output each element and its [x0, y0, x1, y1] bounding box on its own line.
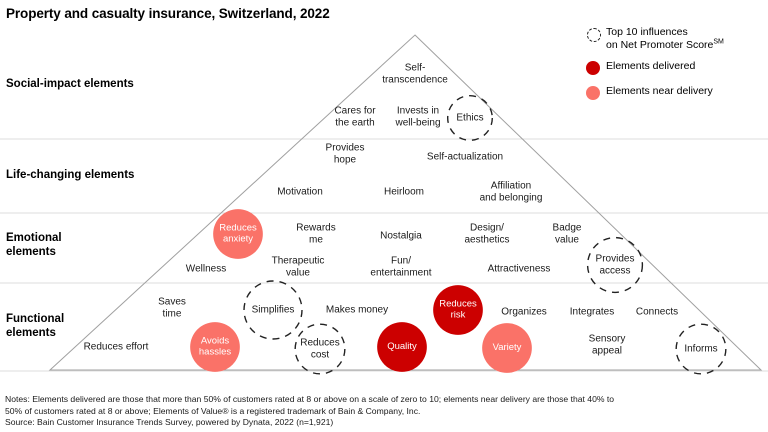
element-label-self-transcendence[interactable]: Self- transcendence [382, 62, 448, 86]
element-marker-ethics[interactable] [447, 94, 494, 141]
legend-item-delivered: Elements delivered [584, 60, 764, 76]
page-title: Property and casualty insurance, Switzer… [6, 6, 330, 21]
filled-light-red-circle-icon [584, 85, 606, 101]
element-marker-variety[interactable] [482, 323, 532, 373]
element-marker-informs[interactable] [675, 323, 727, 375]
notes-line-2: 50% of customers rated at 8 or above; El… [5, 405, 421, 416]
tier-label-emotional: Emotional elements [6, 232, 62, 258]
element-label-invests-in-well-being[interactable]: Invests in well-being [395, 105, 441, 129]
legend-label-near-delivery: Elements near delivery [606, 85, 713, 97]
footnotes: Notes: Elements delivered are those that… [5, 394, 761, 428]
element-label-nostalgia[interactable]: Nostalgia [380, 230, 422, 242]
element-label-affiliation-and-belonging[interactable]: Affiliation and belonging [479, 180, 543, 204]
element-label-reduces-risk[interactable]: Reduces risk [439, 298, 477, 320]
element-label-design-aesthetics[interactable]: Design/ aesthetics [464, 222, 510, 246]
legend: Top 10 influences on Net Promoter ScoreS… [584, 26, 764, 110]
element-marker-reduces-cost[interactable] [294, 323, 346, 375]
notes-line-3: Source: Bain Customer Insurance Trends S… [5, 416, 334, 427]
element-label-rewards-me[interactable]: Rewards me [296, 222, 336, 246]
filled-dark-red-circle-icon [584, 60, 606, 76]
element-label-integrates[interactable]: Integrates [569, 306, 615, 318]
element-label-heirloom[interactable]: Heirloom [383, 186, 425, 198]
element-label-avoids-hassles[interactable]: Avoids hassles [198, 335, 232, 357]
element-label-self-actualization[interactable]: Self-actualization [426, 151, 504, 163]
legend-label-top10: Top 10 influences on Net Promoter ScoreS… [606, 26, 724, 51]
element-marker-reduces-risk[interactable] [433, 285, 483, 335]
element-label-badge-value[interactable]: Badge value [552, 222, 582, 246]
element-label-saves-time[interactable]: Saves time [158, 296, 186, 320]
tier-label-functional: Functional elements [6, 313, 65, 339]
notes-line-1: Notes: Elements delivered are those that… [5, 394, 615, 405]
element-label-quality[interactable]: Quality [387, 340, 417, 352]
element-label-makes-money[interactable]: Makes money [325, 304, 389, 316]
dashed-circle-icon [584, 26, 606, 42]
tier-dividers [0, 138, 768, 372]
element-label-motivation[interactable]: Motivation [277, 186, 323, 198]
element-marker-provides-access[interactable] [586, 236, 644, 294]
element-label-attractiveness[interactable]: Attractiveness [487, 263, 551, 275]
element-label-therapeutic-value[interactable]: Therapeutic value [271, 255, 325, 279]
element-label-ethics[interactable]: Ethics [456, 112, 484, 124]
element-label-reduces-effort[interactable]: Reduces effort [83, 341, 149, 353]
element-marker-reduces-anxiety[interactable] [213, 209, 263, 259]
legend-item-top10: Top 10 influences on Net Promoter ScoreS… [584, 26, 764, 51]
tier-label-life-changing: Life-changing elements [6, 169, 135, 181]
element-label-organizes[interactable]: Organizes [501, 306, 547, 318]
element-marker-avoids-hassles[interactable] [190, 322, 240, 372]
element-label-variety[interactable]: Variety [492, 341, 522, 353]
element-label-connects[interactable]: Connects [635, 306, 679, 318]
tier-label-social-impact: Social-impact elements [6, 78, 134, 90]
element-label-wellness[interactable]: Wellness [185, 263, 227, 275]
element-label-fun-entertainment[interactable]: Fun/ entertainment [370, 255, 432, 279]
element-marker-quality[interactable] [377, 322, 427, 372]
element-label-cares-for-the-earth[interactable]: Cares for the earth [334, 105, 376, 129]
element-label-provides-access[interactable]: Provides access [595, 253, 635, 277]
legend-item-near-delivery: Elements near delivery [584, 85, 764, 101]
legend-label-delivered: Elements delivered [606, 60, 696, 72]
element-label-reduces-cost[interactable]: Reduces cost [300, 337, 340, 361]
element-label-provides-hope[interactable]: Provides hope [325, 142, 365, 166]
element-label-informs[interactable]: Informs [684, 343, 718, 355]
element-label-reduces-anxiety[interactable]: Reduces anxiety [219, 222, 257, 244]
element-label-simplifies[interactable]: Simplifies [251, 304, 295, 316]
element-label-sensory-appeal[interactable]: Sensory appeal [588, 333, 626, 357]
element-marker-simplifies[interactable] [243, 280, 303, 340]
element-markers [190, 94, 727, 375]
